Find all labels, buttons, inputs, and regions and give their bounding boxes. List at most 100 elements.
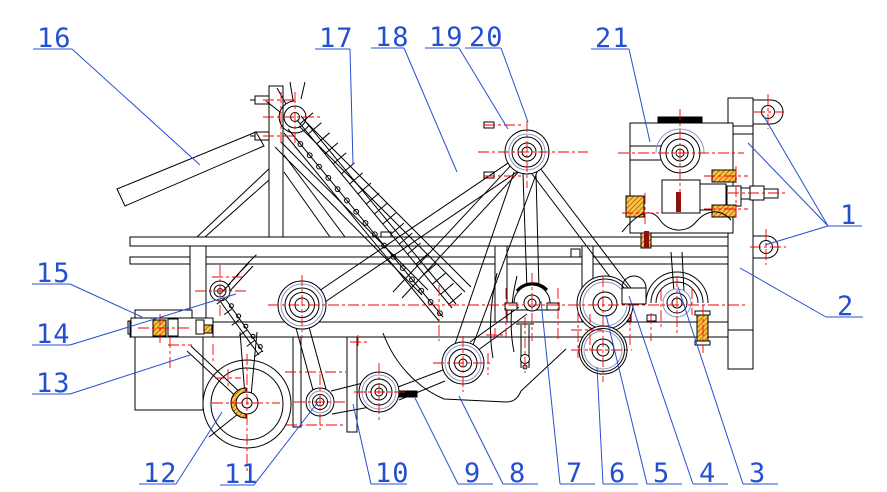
part-label-3: 3 <box>677 286 778 489</box>
label-number: 7 <box>566 458 583 489</box>
leader-line <box>677 286 744 485</box>
chain-link <box>243 323 249 329</box>
mount-plate <box>292 336 302 428</box>
label-number: 18 <box>375 22 410 53</box>
label-number: 17 <box>319 23 354 54</box>
chain-link <box>418 287 425 294</box>
spiked-elevator-chain <box>274 112 472 322</box>
label-number: 4 <box>699 458 716 489</box>
spike <box>246 339 256 347</box>
chain-link <box>353 208 360 215</box>
chain-link <box>297 141 304 147</box>
label-number: 14 <box>36 319 71 350</box>
label-number: 8 <box>509 458 526 489</box>
spike <box>415 252 430 265</box>
leader-line <box>762 114 829 227</box>
elevator-side-tube <box>274 120 472 296</box>
label-number: 12 <box>143 458 178 489</box>
spike <box>365 192 380 205</box>
drive-belts <box>295 160 685 415</box>
leader-line <box>605 314 648 485</box>
spike <box>374 202 388 215</box>
leader-line <box>500 47 529 123</box>
spike <box>341 162 355 175</box>
spike <box>432 272 446 285</box>
part-label-2: 2 <box>739 267 863 322</box>
press-roller-upper <box>576 275 634 333</box>
spike <box>216 297 226 305</box>
chain-link <box>236 313 242 319</box>
spike <box>407 242 421 255</box>
chain-link <box>306 152 313 159</box>
label-number: 15 <box>36 258 71 289</box>
centerlines <box>138 92 788 472</box>
spike <box>423 262 438 275</box>
spike <box>223 308 233 316</box>
spike <box>357 182 372 195</box>
leader-line <box>540 300 561 485</box>
label-number: 3 <box>749 458 766 489</box>
label-number: 5 <box>653 458 670 489</box>
label-number: 2 <box>837 291 854 322</box>
part-label-6: 6 <box>596 366 638 489</box>
discharge-chute <box>116 131 265 207</box>
part-label-4: 4 <box>628 295 728 489</box>
part-label-14: 14 <box>32 293 237 350</box>
spike <box>308 122 322 135</box>
part-label-13: 13 <box>32 354 191 399</box>
spike <box>222 283 231 292</box>
part-label-18: 18 <box>371 22 458 173</box>
leader-line <box>253 401 319 486</box>
frame-hole <box>570 248 581 258</box>
part-label-21: 21 <box>591 23 651 143</box>
spike <box>316 132 330 145</box>
leader-line <box>175 411 223 485</box>
leader-line <box>628 295 694 485</box>
label-number: 16 <box>37 23 72 54</box>
spike <box>239 263 249 273</box>
leader-line <box>352 403 372 485</box>
leader-line <box>403 47 458 173</box>
part-label-20: 20 <box>465 22 529 123</box>
spike <box>324 142 339 155</box>
bearing-block <box>203 324 213 334</box>
label-number: 6 <box>609 458 626 489</box>
leader-line <box>69 283 143 318</box>
spike <box>382 212 397 225</box>
part-label-19: 19 <box>425 22 509 130</box>
leader-line <box>414 397 459 485</box>
spike <box>253 350 263 358</box>
leader-line <box>596 366 604 485</box>
leader-line <box>764 225 829 246</box>
chain-link <box>257 344 263 350</box>
chain-link <box>399 265 406 272</box>
spike <box>448 292 463 305</box>
crank-arm <box>186 345 247 403</box>
spike <box>231 318 241 326</box>
spike <box>299 112 314 125</box>
chain-link <box>371 231 378 238</box>
part-label-17: 17 <box>315 23 354 165</box>
part-label-9: 9 <box>414 397 493 489</box>
label-number: 20 <box>469 22 504 53</box>
leader-line <box>458 47 509 130</box>
leader-line <box>628 48 651 143</box>
spike <box>398 232 413 245</box>
label-number: 13 <box>36 368 71 399</box>
pillow-block <box>621 275 647 305</box>
leader-line <box>739 267 827 318</box>
chain-link <box>344 197 350 204</box>
leader-line <box>747 142 829 227</box>
part-label-7: 7 <box>540 300 595 489</box>
chain-link <box>362 220 369 226</box>
drive-pulley-top <box>483 121 550 179</box>
leader-line <box>69 354 191 395</box>
tension-spring <box>694 310 711 346</box>
spike <box>230 273 240 283</box>
part-label-11: 11 <box>220 401 319 490</box>
part-label-12: 12 <box>139 411 223 489</box>
label-number: 10 <box>375 458 410 489</box>
part-label-8: 8 <box>458 395 538 489</box>
spike <box>265 81 306 113</box>
